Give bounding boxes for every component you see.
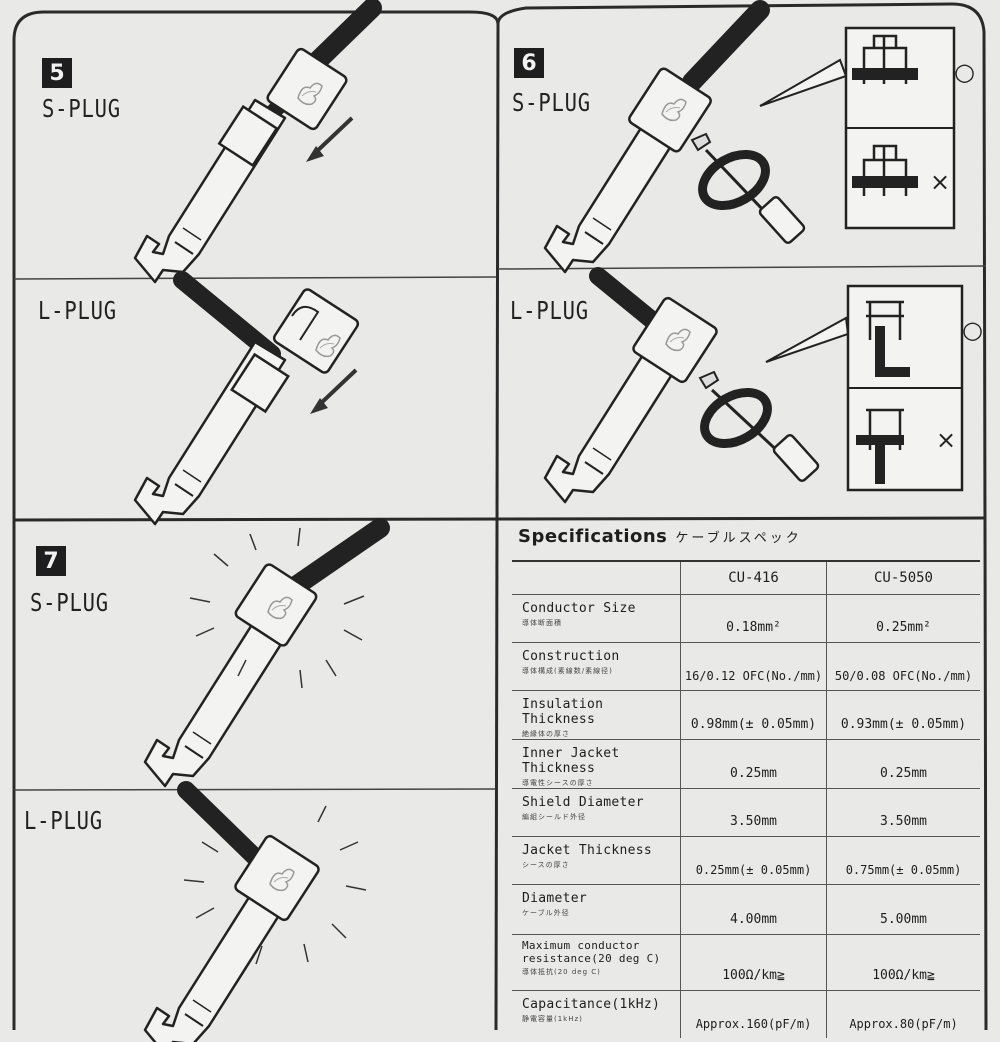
step-7-l-plug-label: L-PLUG: [24, 806, 103, 835]
spec-row: Insulation Thickness 絶縁体の厚さ 0.98mm(± 0.05…: [512, 690, 980, 739]
step-6-badge: 6: [514, 48, 544, 78]
step-5-l-plug-label: L-PLUG: [38, 296, 117, 325]
spec-label-jp: 導体断面積: [522, 619, 562, 627]
spec-value: 0.25mm: [680, 740, 826, 788]
spec-value: 0.25mm²: [826, 595, 980, 642]
step-5-badge: 5: [42, 58, 72, 88]
spec-value: 0.25mm: [826, 740, 980, 788]
spec-label-jp: 導体抵抗(20 deg C): [522, 968, 601, 976]
spec-title-jp: ケーブルスペック: [675, 531, 802, 546]
spec-row: Maximum conductor resistance(20 deg C) 導体…: [512, 934, 980, 990]
spec-label-jp: 静電容量(1kHz): [522, 1015, 583, 1023]
step-6-s-plug-label: S-PLUG: [512, 88, 591, 117]
ok-mark-icon: ○: [954, 58, 975, 86]
spec-label-jp: ケーブル外径: [522, 909, 570, 917]
spec-label-jp: 編組シールド外径: [522, 813, 586, 821]
step-5-s-plug-label: S-PLUG: [42, 94, 121, 123]
spec-value: 0.93mm(± 0.05mm): [826, 691, 980, 739]
spec-row: Inner Jacket Thickness 導電性シースの厚さ 0.25mm 0…: [512, 739, 980, 788]
spec-value: 100Ω/km≧: [826, 935, 980, 990]
spec-value: 5.00mm: [826, 885, 980, 934]
spec-label: Maximum conductor resistance(20 deg C): [522, 939, 661, 965]
spec-label: Conductor Size: [522, 601, 636, 616]
spec-value: 50/0.08 OFC(No./mm): [826, 643, 980, 690]
spec-header-row: CU-416 CU-5050: [512, 560, 980, 594]
spec-label: Construction: [522, 649, 620, 664]
spec-row: Conductor Size 導体断面積 0.18mm² 0.25mm²: [512, 594, 980, 642]
spec-label: Jacket Thickness: [522, 843, 653, 858]
ok-mark-icon: ○: [962, 316, 983, 344]
spec-value: 100Ω/km≧: [680, 935, 826, 990]
step-6-l-plug-label: L-PLUG: [510, 296, 589, 325]
spec-row: Diameter ケーブル外径 4.00mm 5.00mm: [512, 884, 980, 934]
spec-label-jp: 導電性シースの厚さ: [522, 779, 594, 787]
step-7-badge: 7: [36, 546, 66, 576]
spec-value: 16/0.12 OFC(No./mm): [680, 643, 826, 690]
spec-column-cu416: CU-416: [680, 562, 826, 594]
spec-label: Diameter: [522, 891, 588, 906]
spec-row: Construction 導体構成(素線数/素線径) 16/0.12 OFC(No…: [512, 642, 980, 690]
spec-row: Capacitance(1kHz) 静電容量(1kHz) Approx.160(p…: [512, 990, 980, 1038]
spec-label: Insulation Thickness: [522, 697, 604, 727]
spec-label-jp: 導体構成(素線数/素線径): [522, 667, 613, 675]
ng-mark-icon: ×: [936, 426, 957, 454]
spec-title: Specifications ケーブルスペック: [512, 526, 980, 560]
step-7-s-plug-label: S-PLUG: [30, 588, 109, 617]
spec-value: 3.50mm: [680, 789, 826, 836]
spec-value: 3.50mm: [826, 789, 980, 836]
spec-label-jp: シースの厚さ: [522, 861, 570, 869]
spec-value: 0.18mm²: [680, 595, 826, 642]
specifications-table: Specifications ケーブルスペック CU-416 CU-5050 C…: [512, 526, 980, 1038]
spec-label: Shield Diameter: [522, 795, 644, 810]
spec-title-en: Specifications: [518, 526, 668, 547]
spec-label: Capacitance(1kHz): [522, 997, 661, 1012]
spec-value: 0.75mm(± 0.05mm): [826, 837, 980, 884]
spec-value: 0.25mm(± 0.05mm): [680, 837, 826, 884]
spec-column-cu5050: CU-5050: [826, 562, 980, 594]
spec-value: 4.00mm: [680, 885, 826, 934]
spec-value: Approx.80(pF/m): [826, 991, 980, 1038]
spec-row: Shield Diameter 編組シールド外径 3.50mm 3.50mm: [512, 788, 980, 836]
spec-value: Approx.160(pF/m): [680, 991, 826, 1038]
spec-label-jp: 絶縁体の厚さ: [522, 730, 570, 738]
spec-value: 0.98mm(± 0.05mm): [680, 691, 826, 739]
spec-label: Inner Jacket Thickness: [522, 746, 620, 776]
ng-mark-icon: ×: [930, 168, 951, 196]
